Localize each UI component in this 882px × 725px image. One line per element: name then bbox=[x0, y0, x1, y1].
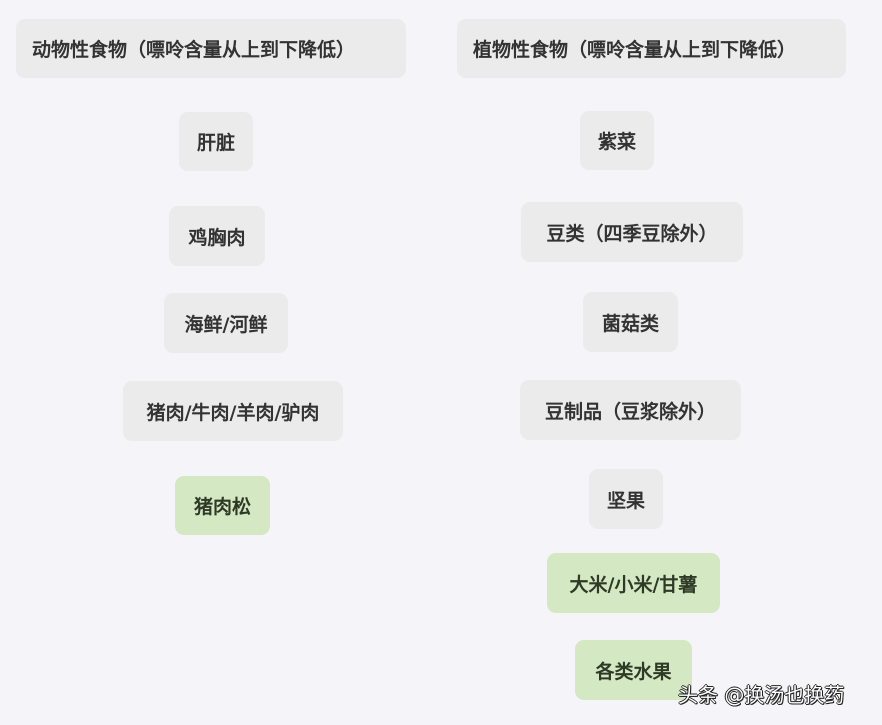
animal-item-liver: 肝脏 bbox=[179, 112, 253, 171]
watermark: 头条 @换汤也换药 bbox=[678, 683, 845, 707]
item-label: 豆制品（豆浆除外） bbox=[544, 400, 716, 423]
plant-foods-header-label: 植物性食物（嘌呤含量从上到下降低） bbox=[473, 39, 797, 61]
animal-item-seafood: 海鲜/河鲜 bbox=[164, 293, 288, 353]
plant-item-grains: 大米/小米/甘薯 bbox=[547, 553, 720, 613]
animal-foods-header-label: 动物性食物（嘌呤含量从上到下降低） bbox=[32, 39, 356, 61]
item-label: 肝脏 bbox=[196, 132, 235, 154]
plant-item-nuts: 坚果 bbox=[589, 469, 663, 529]
plant-item-mushrooms: 菌菇类 bbox=[583, 292, 678, 352]
animal-foods-header: 动物性食物（嘌呤含量从上到下降低） bbox=[16, 19, 406, 78]
plant-item-soy-products: 豆制品（豆浆除外） bbox=[520, 380, 741, 440]
item-label: 菌菇类 bbox=[601, 312, 659, 335]
item-label: 各类水果 bbox=[595, 660, 672, 683]
item-label: 猪肉松 bbox=[193, 496, 251, 518]
item-label: 紫菜 bbox=[597, 131, 636, 153]
item-label: 鸡胸肉 bbox=[188, 226, 246, 249]
animal-item-red-meat: 猪肉/牛肉/羊肉/驴肉 bbox=[123, 381, 343, 441]
animal-item-pork-floss: 猪肉松 bbox=[175, 476, 270, 535]
animal-item-chicken-breast: 鸡胸肉 bbox=[169, 206, 265, 266]
item-label: 海鲜/河鲜 bbox=[184, 313, 268, 336]
plant-item-beans: 豆类（四季豆除外） bbox=[521, 202, 743, 262]
plant-item-seaweed: 紫菜 bbox=[580, 111, 654, 170]
plant-foods-header: 植物性食物（嘌呤含量从上到下降低） bbox=[457, 19, 846, 78]
item-label: 猪肉/牛肉/羊肉/驴肉 bbox=[146, 401, 320, 424]
item-label: 豆类（四季豆除外） bbox=[546, 222, 718, 245]
item-label: 坚果 bbox=[606, 489, 645, 512]
plant-item-fruits: 各类水果 bbox=[575, 640, 692, 700]
item-label: 大米/小米/甘薯 bbox=[569, 573, 698, 596]
